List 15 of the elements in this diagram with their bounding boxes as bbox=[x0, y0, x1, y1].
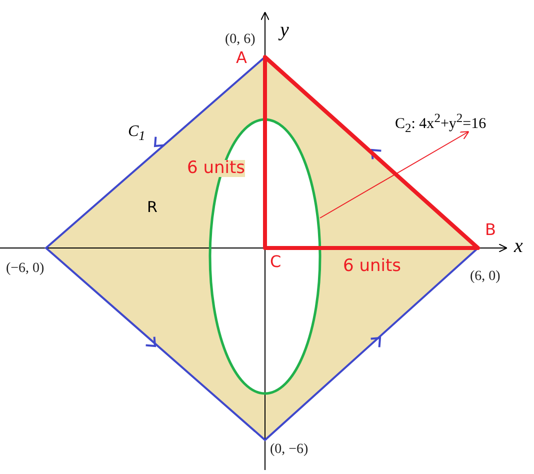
leader-line bbox=[320, 131, 470, 218]
coordinate-label: (0, −6) bbox=[270, 443, 308, 457]
point-label: B bbox=[485, 222, 496, 238]
coordinate-label: (−6, 0) bbox=[6, 262, 44, 276]
equation-label: C$_{2}$: 4x$^{2}$+y$^{2}$=16 bbox=[395, 112, 486, 134]
axis-label: x bbox=[514, 236, 523, 256]
curve-label: C$_{1}$ bbox=[128, 124, 146, 143]
coordinate-label: (0, 6) bbox=[225, 33, 256, 47]
length-label: 6 units bbox=[187, 160, 246, 177]
point-label: A bbox=[236, 50, 247, 66]
point-label: C bbox=[270, 254, 282, 270]
region-label: R bbox=[147, 200, 158, 215]
axis-label: y bbox=[280, 20, 289, 40]
coordinate-label: (6, 0) bbox=[470, 270, 500, 284]
length-label: 6 units bbox=[343, 258, 402, 275]
